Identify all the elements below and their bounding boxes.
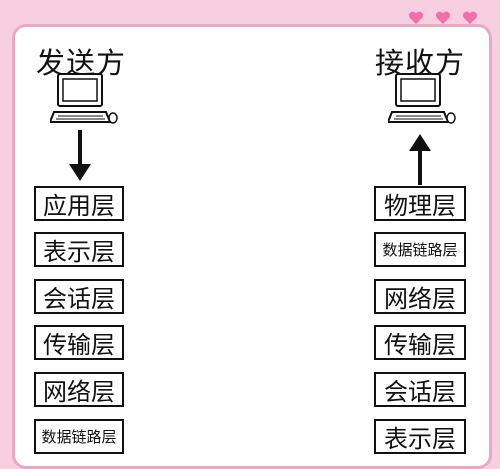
receiver-layer: 传输层 <box>374 325 466 360</box>
sender-layer: 应用层 <box>34 186 124 221</box>
sender-layer: 传输层 <box>34 325 124 360</box>
receiver-layer: 表示层 <box>374 419 466 454</box>
sender-layer: 数据链路层 <box>34 419 124 454</box>
decorative-hearts <box>408 11 478 25</box>
sender-layer: 网络层 <box>34 372 124 407</box>
sender-layer: 表示层 <box>34 232 124 267</box>
heart-icon <box>462 11 478 24</box>
receiver-layer: 会话层 <box>374 372 466 407</box>
computer-icon <box>388 73 456 124</box>
computer-icon <box>50 73 118 124</box>
receiver-layer: 网络层 <box>374 279 466 314</box>
receiver-layer: 数据链路层 <box>374 232 466 267</box>
up-arrow-icon <box>409 134 431 185</box>
heart-icon <box>435 11 451 24</box>
heart-icon <box>408 11 424 24</box>
down-arrow-icon <box>69 130 91 181</box>
receiver-layer: 物理层 <box>374 186 466 221</box>
sender-layer: 会话层 <box>34 279 124 314</box>
